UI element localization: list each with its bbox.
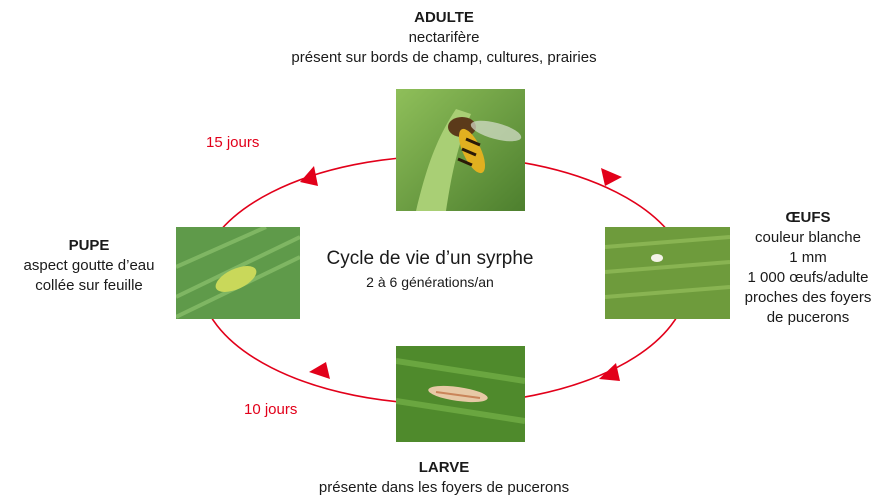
oeufs-title: ŒUFS	[730, 208, 886, 228]
duration-pupe-to-adulte: 15 jours	[206, 134, 259, 151]
adulte-line-1: nectarifère	[244, 28, 644, 48]
adulte-line-2: présent sur bords de champ, cultures, pr…	[244, 48, 644, 68]
adulte-photo	[396, 89, 525, 211]
cycle-subtitle: 2 à 6 générations/an	[320, 274, 540, 290]
oeufs-line-3: 1 000 œufs/adulte	[730, 268, 886, 288]
arrow-oeufs-to-larve	[599, 363, 620, 381]
oeufs-line-5: de pucerons	[730, 308, 886, 328]
larve-title: LARVE	[244, 458, 644, 478]
oeufs-line-1: couleur blanche	[730, 228, 886, 248]
pupe-title: PUPE	[4, 236, 174, 256]
pupe-line-1: aspect goutte d’eau	[4, 256, 174, 276]
pupe-label: PUPE aspect goutte d’eau collée sur feui…	[4, 236, 174, 296]
oeufs-line-4: proches des foyers	[730, 288, 886, 308]
duration-larve-to-pupe: 10 jours	[244, 401, 297, 418]
oeufs-photo	[605, 227, 730, 319]
pupe-photo	[176, 227, 300, 319]
cycle-title: Cycle de vie d’un syrphe	[320, 248, 540, 270]
arrow-larve-to-pupe	[309, 362, 330, 379]
arrow-pupe-to-adulte	[300, 166, 318, 186]
adulte-title: ADULTE	[244, 8, 644, 28]
larve-label: LARVE présente dans les foyers de pucero…	[244, 458, 644, 498]
oeufs-label: ŒUFS couleur blanche 1 mm 1 000 œufs/adu…	[730, 208, 886, 328]
oeufs-line-2: 1 mm	[730, 248, 886, 268]
arrow-adulte-to-oeufs	[601, 168, 622, 186]
adulte-label: ADULTE nectarifère présent sur bords de …	[244, 8, 644, 68]
larve-line-1: présente dans les foyers de pucerons	[244, 478, 644, 498]
pupe-line-2: collée sur feuille	[4, 276, 174, 296]
larve-photo	[396, 346, 525, 442]
